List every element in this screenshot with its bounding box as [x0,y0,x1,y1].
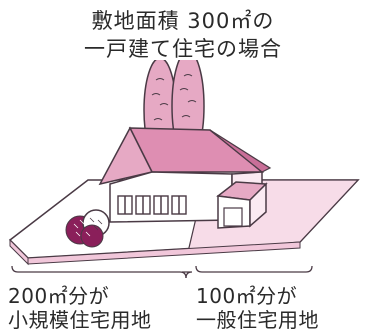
title-line-2: 一戸建て住宅の場合 [84,37,282,61]
house [98,126,272,229]
front-bushes [65,209,110,248]
area-brackets [11,265,313,279]
small-scale-label: 小規模住宅用地 [8,308,152,332]
house-lot-illustration [8,60,360,279]
general-area-text: 100㎡分が [196,284,298,308]
general-label: 一般住宅用地 [196,308,319,332]
title-line-1: 敷地面積 300㎡の [91,9,275,33]
small-scale-area-text: 200㎡分が [8,284,110,308]
